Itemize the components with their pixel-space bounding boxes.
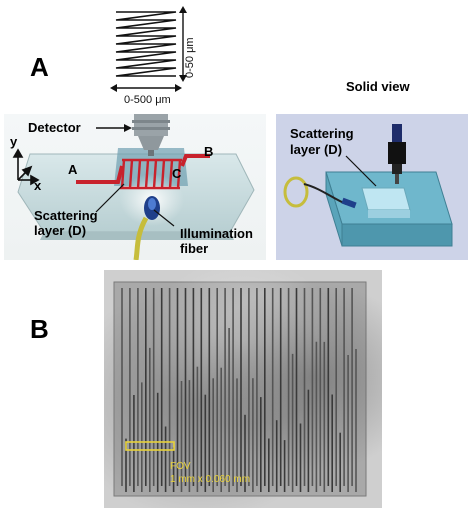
- panel-b-label: B: [30, 314, 49, 344]
- illumination-fiber-label: Illumination fiber: [180, 226, 253, 256]
- solid-scattering-layer-label: Scattering layer (D): [290, 126, 354, 157]
- point-a-label: A: [68, 162, 78, 177]
- fov-size: 1 mm x 0.060 mm: [170, 474, 251, 485]
- solid-scattering-layer: [361, 187, 411, 211]
- detector-objective: [132, 114, 170, 156]
- fov-annotation: FOV 1 mm x 0.060 mm: [170, 460, 250, 486]
- vertical-range-label: 0-50 μm: [184, 37, 196, 78]
- fiber-pointer-line: [153, 209, 175, 227]
- solid-objective: [388, 124, 406, 184]
- point-c-label: C: [172, 166, 182, 181]
- horizontal-range-label: 0-500 μm: [124, 94, 171, 106]
- micrograph-image: FOV 1 mm x 0.060 mm: [104, 270, 382, 508]
- chip-rendered-view: Detector y x A B C Scattering layer (D) …: [4, 114, 266, 260]
- solid-view-title: Solid view: [346, 79, 410, 94]
- axis-x-label: x: [34, 178, 42, 193]
- electrode-b: [180, 154, 210, 167]
- illumination-fiber: [133, 196, 160, 260]
- scan-pattern-diagram: [110, 6, 187, 92]
- scattering-pointer-line: [95, 183, 125, 213]
- interdigitated-electrodes: [120, 158, 182, 190]
- coordinate-axes: [12, 148, 40, 186]
- scattering-layer-label: Scattering layer (D): [34, 208, 98, 238]
- axis-y-label: y: [10, 134, 18, 149]
- fov-rectangle: [125, 441, 175, 451]
- electrode-stripes: [121, 288, 357, 492]
- scattering-block: [114, 148, 188, 186]
- fiber-coil: [283, 176, 309, 208]
- fov-label: FOV: [170, 461, 191, 472]
- point-b-label: B: [204, 144, 214, 159]
- solid-scattering-pointer: [345, 155, 377, 187]
- solid-view-panel: Scattering layer (D): [276, 114, 468, 260]
- zigzag-scan-path: [115, 11, 177, 77]
- detector-label: Detector: [28, 120, 81, 135]
- electrode-a: [76, 165, 124, 184]
- panel-a-label: A: [30, 52, 49, 82]
